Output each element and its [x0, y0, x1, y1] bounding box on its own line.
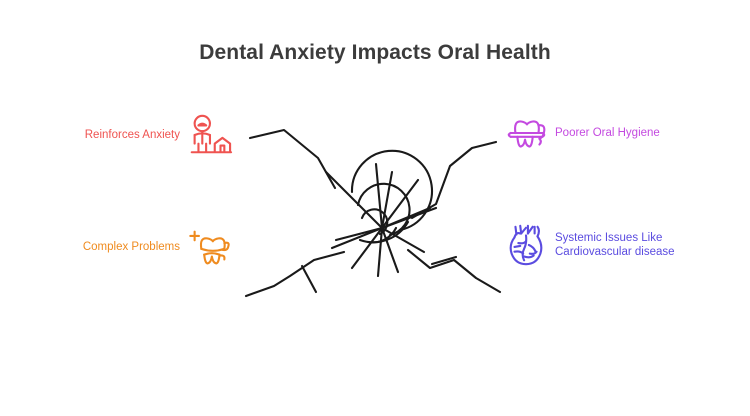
node-reinforces-anxiety[interactable]: Reinforces Anxiety: [60, 112, 233, 158]
node-poorer-oral-hygiene-label: Poorer Oral Hygiene: [555, 127, 660, 139]
page-title: Dental Anxiety Impacts Oral Health: [199, 41, 551, 64]
node-complex-problems[interactable]: Complex Problems: [60, 224, 232, 270]
node-poorer-oral-hygiene[interactable]: Poorer Oral Hygiene: [503, 110, 733, 156]
node-systemic-issues[interactable]: Systemic Issues Like Cardiovascular dise…: [503, 222, 733, 268]
node-complex-problems-label: Complex Problems: [82, 241, 180, 253]
tooth-plus-icon: [189, 230, 230, 265]
node-systemic-issues-label: Systemic Issues Like Cardiovascular dise…: [555, 232, 675, 258]
anxious-person-house-icon: [190, 114, 233, 154]
heart-anatomical-icon: [509, 224, 543, 266]
nerve-web-svg: [244, 128, 502, 298]
nerve-web-hub: [240, 100, 510, 300]
tooth-band-icon: [507, 120, 546, 148]
node-reinforces-anxiety-label: Reinforces Anxiety: [84, 129, 180, 141]
